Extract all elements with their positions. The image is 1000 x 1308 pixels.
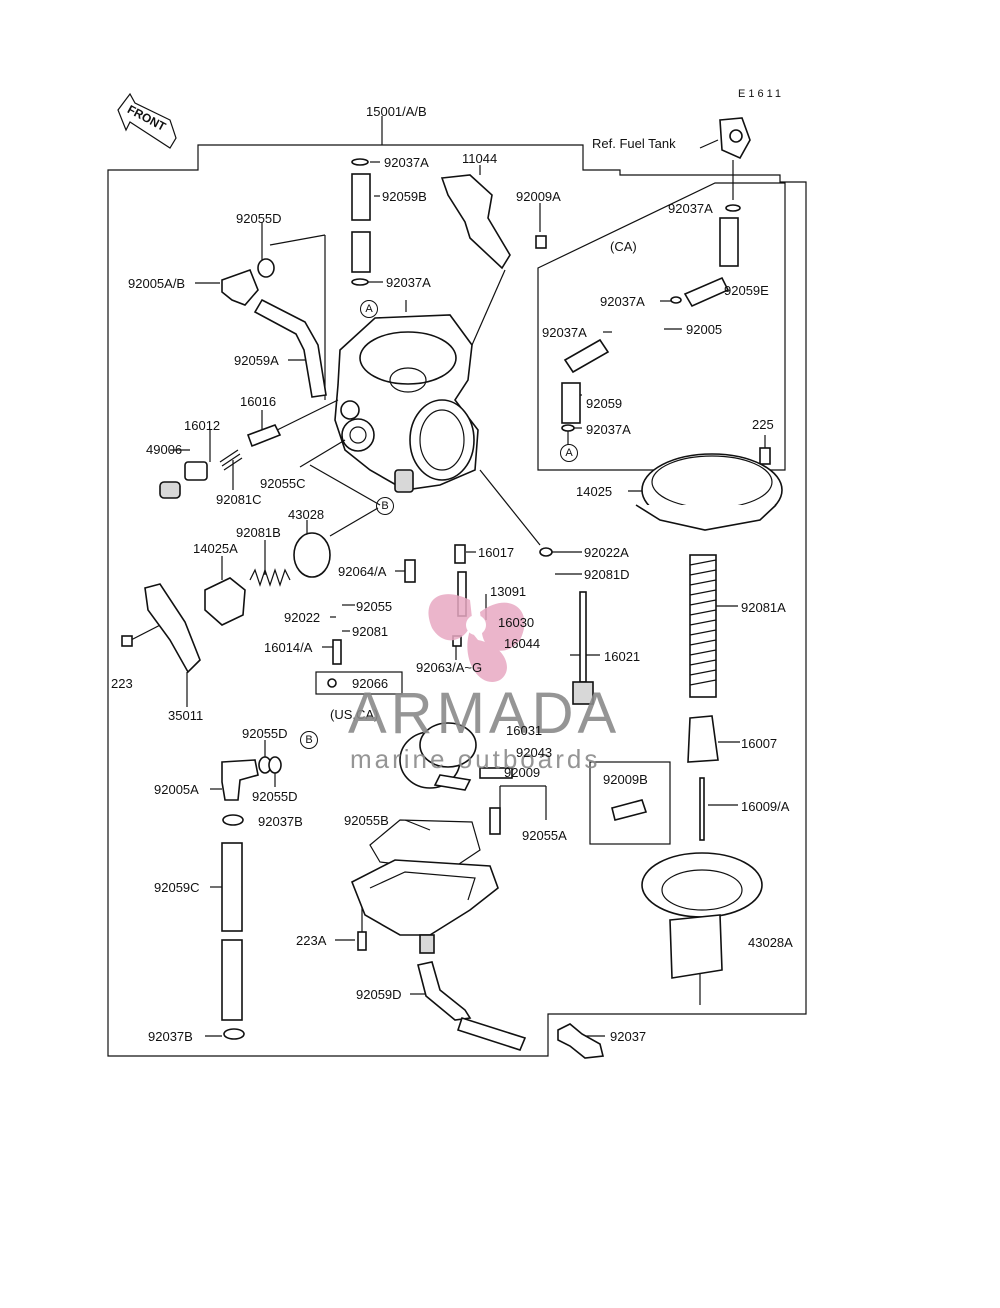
ca-subframe xyxy=(537,182,786,471)
figure-code: E1611 xyxy=(738,88,784,100)
choke-16031 xyxy=(399,722,477,791)
callout: 92037A xyxy=(600,294,645,309)
plug-92066 xyxy=(327,678,337,688)
callout: 92055D xyxy=(252,789,298,804)
callout: 92063/A~G xyxy=(416,660,483,675)
callout: 16017 xyxy=(478,545,515,560)
callout: 43028A xyxy=(748,935,793,950)
marker-a: A xyxy=(360,300,378,318)
callout: 92055D xyxy=(236,211,282,226)
callout: 16007 xyxy=(741,736,778,751)
callout: 92059E xyxy=(724,283,769,298)
watermark-brand: ARMADA xyxy=(348,681,621,746)
note-ref-fuel-tank: Ref. Fuel Tank xyxy=(592,136,676,151)
bracket-35011 xyxy=(144,583,201,674)
callout: 16016 xyxy=(240,394,277,409)
top-cover-14025 xyxy=(635,453,783,531)
slide-16007 xyxy=(687,715,719,763)
us-ca-box xyxy=(315,671,403,695)
callout: 223A xyxy=(296,933,327,948)
callout: 92059 xyxy=(586,396,623,411)
callout: 16014/A xyxy=(264,640,313,655)
callout: 92037A xyxy=(668,201,713,216)
callout: 35011 xyxy=(168,708,204,723)
gasket-92037 xyxy=(557,1023,604,1059)
screws xyxy=(121,235,771,951)
callout: 92064/A xyxy=(338,564,387,579)
springs xyxy=(219,449,717,698)
bracket-11044 xyxy=(440,174,511,270)
callout: 13091 xyxy=(490,584,527,599)
callout: 11044 xyxy=(462,151,498,166)
callout: 92055A xyxy=(522,828,567,843)
callout: 92059A xyxy=(234,353,279,368)
callout: 16044 xyxy=(504,636,541,651)
callout: 92037B xyxy=(258,814,303,829)
callout: 92059C xyxy=(154,880,200,895)
callout: 223 xyxy=(111,676,133,691)
callout: 92022A xyxy=(584,545,629,560)
callout: 92037 xyxy=(610,1029,647,1044)
hoses xyxy=(221,173,739,1051)
callout: 43028 xyxy=(288,507,325,522)
callout: 49006 xyxy=(146,442,183,457)
callout: 92005 xyxy=(686,322,723,337)
marker-b: B xyxy=(300,731,318,749)
callout: 92081A xyxy=(741,600,786,615)
callout: 92037A xyxy=(386,275,431,290)
diaphragm-43028 xyxy=(293,532,331,578)
marker-a: A xyxy=(560,444,578,462)
marker-b: B xyxy=(376,497,394,515)
callout: 225 xyxy=(752,417,774,432)
callout: 92055B xyxy=(344,813,389,828)
callout: 16031 xyxy=(506,723,543,738)
callout: 92066 xyxy=(352,676,389,691)
callout: 92009A xyxy=(516,189,561,204)
callout: 92037A xyxy=(542,325,587,340)
carburetor-body xyxy=(334,314,479,493)
note-ca: (CA) xyxy=(610,239,637,254)
callout: 16009/A xyxy=(741,799,790,814)
callout: 92081 xyxy=(352,624,389,639)
callout: 92081C xyxy=(216,492,262,507)
callout: 92037B xyxy=(148,1029,193,1044)
callout: 16012 xyxy=(184,418,221,433)
callout: 92009B xyxy=(603,772,648,787)
watermark-logo-icon xyxy=(428,594,525,682)
callout: 92081D xyxy=(584,567,630,582)
callout: 92059D xyxy=(356,987,402,1002)
clamps xyxy=(222,158,741,1040)
watermark-tagline: marine outboards xyxy=(350,744,601,774)
callout: 92055 xyxy=(356,599,393,614)
callout: 16021 xyxy=(604,649,641,664)
callout: 16030 xyxy=(498,615,535,630)
elbow-fittings xyxy=(221,268,259,801)
callout: 92022 xyxy=(284,610,321,625)
main-frame xyxy=(107,144,807,1057)
cover-14025a xyxy=(204,577,246,626)
piston-43028a xyxy=(641,852,763,979)
callout: 92059B xyxy=(382,189,427,204)
callout: 15001/A/B xyxy=(366,104,427,119)
callout: 92037A xyxy=(586,422,631,437)
callout: 92055D xyxy=(242,726,288,741)
callout: 92005A/B xyxy=(128,276,186,291)
box-92009b xyxy=(589,761,671,845)
fuel-tap-icon xyxy=(719,117,751,200)
callout: 14025A xyxy=(193,541,238,556)
front-arrow-icon xyxy=(117,92,177,149)
callout: 92055C xyxy=(260,476,306,491)
callout: 14025 xyxy=(576,484,613,499)
note-us-ca: (US,CA) xyxy=(330,707,379,722)
callout: 92043 xyxy=(516,745,553,760)
callout: 92081B xyxy=(236,525,281,540)
callout: 92005A xyxy=(154,782,199,797)
callout: 92037A xyxy=(384,155,429,170)
float-bowl xyxy=(350,859,499,954)
gasket-92055b xyxy=(369,819,481,871)
callout: 92009 xyxy=(504,765,541,780)
